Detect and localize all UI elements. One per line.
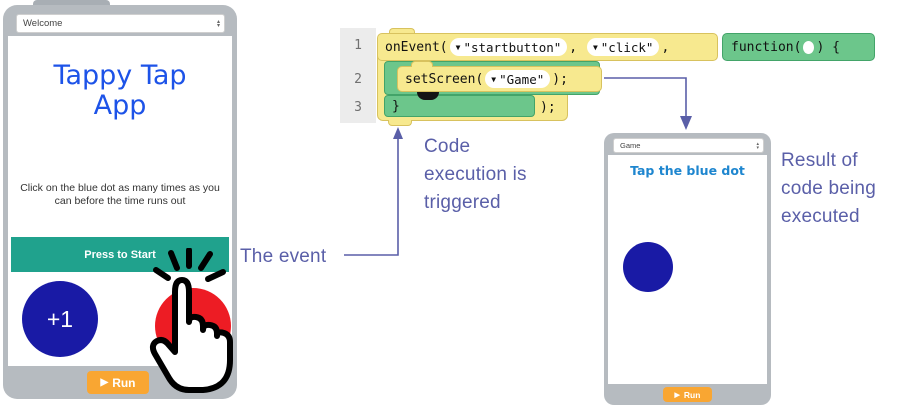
screen-selector-left[interactable]: Welcome ▴▾ bbox=[16, 14, 225, 33]
screen-value: "Game" bbox=[499, 71, 545, 87]
play-icon: ▶ bbox=[100, 377, 109, 388]
screen-dropdown[interactable]: ▼ "Game" bbox=[485, 70, 551, 88]
function-block[interactable]: function( ) { bbox=[722, 33, 875, 61]
score-bubble[interactable]: +1 bbox=[22, 281, 98, 357]
blue-dot[interactable] bbox=[623, 242, 673, 292]
function-param-placeholder[interactable] bbox=[803, 40, 815, 54]
function-closing-block[interactable]: } bbox=[384, 95, 535, 117]
press-to-start-button[interactable]: Press to Start bbox=[11, 237, 229, 272]
tap-gesture-icon bbox=[149, 248, 233, 393]
run-button-right[interactable]: ▶ Run bbox=[663, 387, 712, 402]
arrow-code-to-phone bbox=[604, 77, 687, 116]
arrowhead-up bbox=[393, 127, 403, 139]
run-button-left-label: Run bbox=[112, 375, 136, 390]
screen-selector-right[interactable]: Game ▴▾ bbox=[613, 138, 764, 153]
event-annotation: The event bbox=[240, 246, 327, 267]
run-button-right-label: Run bbox=[683, 389, 701, 400]
line-number: 2 bbox=[354, 72, 362, 87]
onevent-block-top-tab bbox=[389, 28, 415, 35]
game-heading: Tap the blue dot bbox=[630, 163, 745, 178]
onevent-call-text: onEvent( bbox=[385, 39, 448, 55]
app-title: Tappy Tap App bbox=[53, 60, 187, 121]
onevent-block-line1[interactable]: onEvent( ▼ "startbutton" , ▼ "click" , bbox=[377, 33, 718, 61]
right-phone-screen: Tap the blue dot bbox=[608, 155, 767, 384]
line-number: 1 bbox=[354, 38, 362, 53]
function-close-text: ) { bbox=[816, 39, 840, 55]
function-open-text: function( bbox=[731, 39, 802, 55]
trigger-annotation: Code execution is triggered bbox=[424, 136, 527, 213]
screen-selector-right-value: Game bbox=[620, 141, 641, 150]
left-phone-frame: Welcome ▴▾ Tappy Tap App Click on the bl… bbox=[3, 5, 237, 399]
setscreen-block[interactable]: setScreen( ▼ "Game" ); bbox=[397, 66, 602, 92]
right-phone-frame: Game ▴▾ Tap the blue dot ▶ Run bbox=[604, 133, 771, 405]
separator-text: , bbox=[661, 39, 678, 55]
app-instructions: Click on the blue dot as many times as y… bbox=[20, 182, 220, 207]
setscreen-block-top-tab bbox=[411, 61, 433, 67]
select-stepper-icon: ▴▾ bbox=[216, 18, 220, 29]
event-id-value: "startbutton" bbox=[463, 39, 562, 55]
select-stepper-icon: ▴▾ bbox=[756, 140, 759, 151]
setscreen-call-text: setScreen( bbox=[405, 71, 484, 87]
event-type-dropdown[interactable]: ▼ "click" bbox=[586, 38, 660, 56]
line-number: 3 bbox=[354, 100, 362, 115]
closing-brace-text: } bbox=[392, 98, 400, 114]
onevent-block-bottom-tab bbox=[388, 120, 412, 126]
run-button-left[interactable]: ▶ Run bbox=[87, 371, 149, 394]
screen-selector-left-value: Welcome bbox=[23, 18, 63, 29]
dropdown-arrow-icon: ▼ bbox=[455, 42, 461, 52]
onevent-closing-text: ); bbox=[540, 99, 556, 115]
play-icon: ▶ bbox=[674, 391, 680, 399]
setscreen-close-text: ); bbox=[552, 71, 568, 87]
event-id-dropdown[interactable]: ▼ "startbutton" bbox=[449, 38, 568, 56]
toolbar-tab-behind-phone bbox=[33, 0, 110, 6]
dropdown-arrow-icon: ▼ bbox=[491, 74, 497, 84]
result-annotation: Result of code being executed bbox=[781, 150, 876, 227]
arrowhead-down bbox=[680, 116, 692, 130]
dropdown-arrow-icon: ▼ bbox=[592, 42, 598, 52]
separator-text: , bbox=[569, 39, 585, 55]
event-type-value: "click" bbox=[600, 39, 654, 55]
code-gutter: 1 2 3 bbox=[340, 28, 376, 123]
arrow-event-to-code bbox=[344, 138, 399, 256]
block-socket-notch bbox=[417, 92, 439, 100]
